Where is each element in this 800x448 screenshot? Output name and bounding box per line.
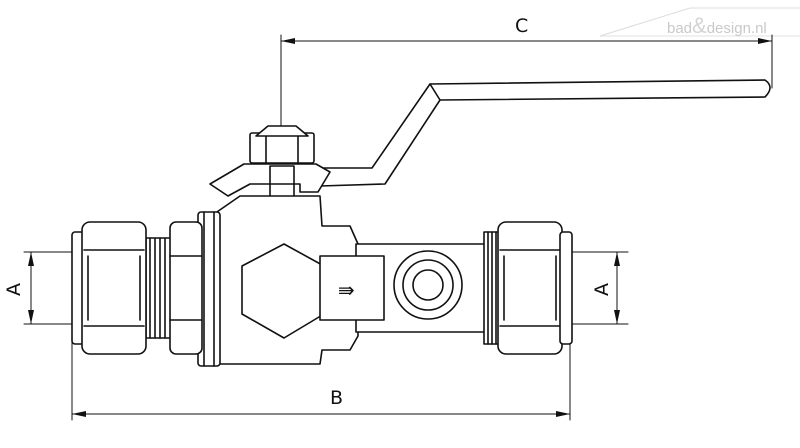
dimension-b: B <box>71 329 571 421</box>
svg-text:bad&design.nl: bad&design.nl <box>667 13 767 38</box>
dimension-a-left-label: A <box>3 283 25 296</box>
left-compression-nut <box>71 221 147 355</box>
dimension-a-left: A <box>3 251 79 325</box>
dimension-c-label: C <box>515 15 528 37</box>
watermark-text-design: design.nl <box>707 20 767 37</box>
right-compression-nut <box>497 221 573 355</box>
dimension-b-label: B <box>330 387 343 409</box>
flow-direction-arrow: ⇛ <box>338 278 355 302</box>
test-port-body <box>319 231 501 345</box>
dimension-a-right: A <box>564 251 629 325</box>
dimension-a-right-label: A <box>591 283 613 296</box>
left-thread <box>145 237 173 339</box>
stem-nut <box>249 125 315 203</box>
dimension-c: C <box>280 15 773 135</box>
watermark-text-bad: bad <box>667 20 692 37</box>
left-body-nut <box>169 221 203 355</box>
watermark-logo: bad&design.nl <box>599 7 800 38</box>
watermark-ampersand: & <box>692 13 707 38</box>
